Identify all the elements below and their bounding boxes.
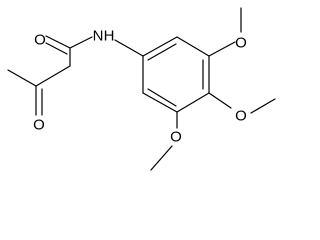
ring-bond-2 xyxy=(176,36,210,57)
bond-ketone-carbon-to-ch2 xyxy=(35,65,71,87)
ring-bond-5 xyxy=(142,92,178,113)
atom-ketone-oxygen: O xyxy=(33,117,45,134)
atom-amide-hydrogen: H xyxy=(104,28,115,45)
bond-methoxy-bottom-to-methyl xyxy=(150,145,173,171)
ring-inner-double-3 xyxy=(147,88,177,107)
bond-amide-carbon-to-nitrogen xyxy=(69,36,93,49)
bond-ring-to-methoxy-top xyxy=(208,41,236,57)
bond-nitrogen-to-ring xyxy=(114,39,144,57)
chemical-structure: O O N H O O O xyxy=(7,7,276,171)
bonds xyxy=(7,7,276,171)
bond-amide-c-o-double xyxy=(45,42,68,55)
ring-bond-4 xyxy=(176,92,210,113)
atom-methoxy-oxygen-middle: O xyxy=(235,108,247,125)
atom-amide-oxygen: O xyxy=(34,32,46,49)
bond-methyl-to-ketone-carbon xyxy=(7,69,37,87)
bond-ring-to-methoxy-middle xyxy=(208,92,232,109)
bond-amide-c-o-single xyxy=(45,35,71,49)
ring-bond-1 xyxy=(142,36,178,57)
atom-methoxy-oxygen-bottom: O xyxy=(170,129,182,146)
bond-methoxy-middle-to-methyl xyxy=(250,98,276,114)
atom-methoxy-oxygen-top: O xyxy=(235,35,247,52)
atom-amide-nitrogen: N xyxy=(93,28,104,45)
ring-inner-double-1 xyxy=(147,43,177,61)
atom-labels: O O N H O O O xyxy=(33,28,247,146)
